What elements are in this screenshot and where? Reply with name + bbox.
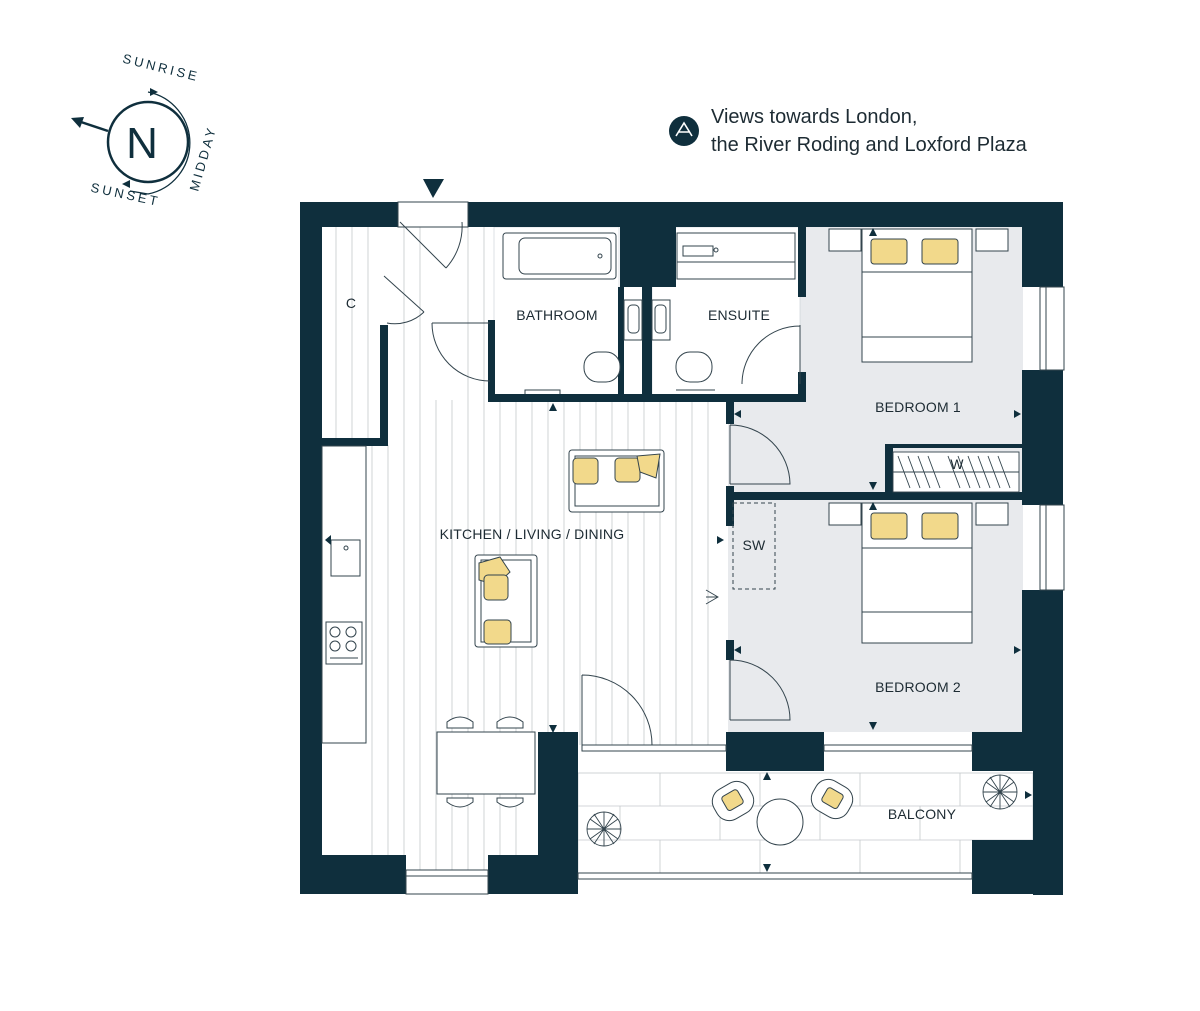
compass-ring xyxy=(106,100,190,184)
storage-sw xyxy=(732,502,776,590)
views-line-1: Views towards London, xyxy=(711,106,917,128)
cushion xyxy=(483,619,512,645)
wardrobe-label: W xyxy=(950,456,964,472)
bed-2 xyxy=(828,502,1009,644)
doors xyxy=(383,221,801,746)
kitchen-units xyxy=(321,445,367,744)
plant-icon xyxy=(586,811,622,847)
pillow xyxy=(870,512,908,540)
pillow xyxy=(870,238,908,265)
views-note: Views towards London, the River Roding a… xyxy=(669,106,1028,156)
views-line-2: the River Roding and Loxford Plaza xyxy=(711,134,1028,156)
cushion xyxy=(572,457,599,485)
balcony-tiles xyxy=(577,772,1034,874)
ensuite-label: ENSUITE xyxy=(708,307,770,323)
view-arrow-icon xyxy=(669,116,699,146)
sofa-middle xyxy=(474,554,538,648)
pillow xyxy=(921,512,959,540)
walls xyxy=(300,202,1063,895)
dimension-markers xyxy=(549,228,1032,872)
cupboard-label: C xyxy=(346,295,356,311)
bath-toilet xyxy=(583,351,621,383)
storage-sw-label: SW xyxy=(743,537,767,553)
bathroom-label: BATHROOM xyxy=(516,307,597,323)
north-letter: N xyxy=(126,119,158,168)
dining-table xyxy=(436,716,536,808)
sun-path-arc xyxy=(147,91,191,195)
cushion xyxy=(483,574,509,601)
pillow xyxy=(921,238,959,265)
entrance-arrow-icon xyxy=(423,179,444,198)
plant-icon xyxy=(982,774,1018,810)
kitchen-counter xyxy=(321,445,367,744)
compass: N SUNRISE MIDDAY SUNSET xyxy=(71,51,220,209)
sunrise-label: SUNRISE xyxy=(121,51,201,85)
sofa-top xyxy=(568,449,665,513)
bed-1 xyxy=(828,228,1009,363)
kitchen-sink xyxy=(330,539,361,577)
sun-arc-end-icon xyxy=(122,180,130,188)
entrance-door-frame xyxy=(397,201,469,228)
cushion xyxy=(636,453,661,479)
ensuite-toilet xyxy=(675,351,713,383)
windows xyxy=(405,286,1065,895)
bathroom-fixtures xyxy=(502,232,796,394)
cushion xyxy=(614,457,641,483)
sun-arc-start-icon xyxy=(150,88,158,96)
wardrobe xyxy=(892,451,1020,493)
bedroom-2-label: BEDROOM 2 xyxy=(875,679,961,695)
north-arrow-icon xyxy=(71,117,84,128)
kitchen-living-dining-label: KITCHEN / LIVING / DINING xyxy=(440,526,625,542)
balcony-label: BALCONY xyxy=(888,806,957,822)
north-pointer-line xyxy=(77,119,109,133)
balcony-furniture xyxy=(586,774,1018,847)
bedroom-1-label: BEDROOM 1 xyxy=(875,399,961,415)
midday-label: MIDDAY xyxy=(186,124,219,193)
